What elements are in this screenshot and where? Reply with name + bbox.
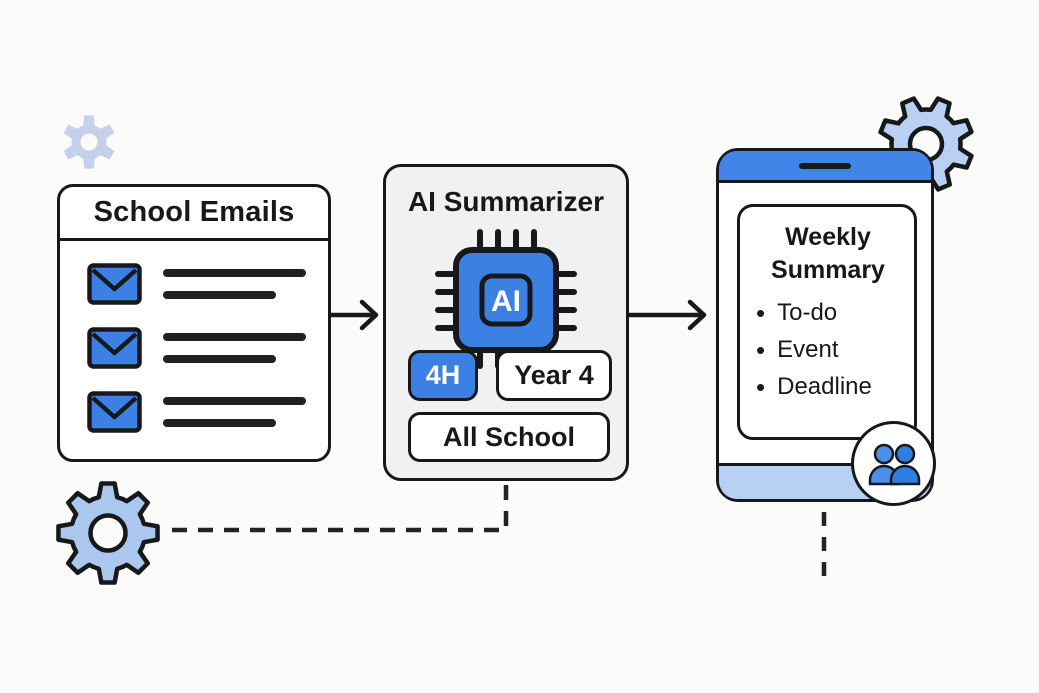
phone-speaker <box>799 162 851 169</box>
summary-item: Deadline <box>756 373 904 401</box>
arrow-right-icon <box>328 299 379 331</box>
email-list <box>60 241 328 433</box>
text-line <box>163 291 276 299</box>
dashed-connector-gear-to-ai <box>168 485 509 533</box>
email-text-lines <box>163 333 306 363</box>
school-emails-header: School Emails <box>60 187 328 241</box>
envelope-icon <box>87 327 142 369</box>
gear-icon <box>56 481 160 585</box>
email-row <box>87 391 328 433</box>
ai-chip-icon: AI <box>430 224 582 379</box>
tag-4h: 4H <box>408 350 478 401</box>
school-emails-title: School Emails <box>93 196 295 228</box>
text-line <box>163 355 276 363</box>
weekly-summary-card: Weekly Summary To-do Event Deadline <box>737 204 917 440</box>
tag-year-4: Year 4 <box>496 350 612 401</box>
summary-list: To-do Event Deadline <box>752 299 904 401</box>
people-icon <box>868 443 920 485</box>
email-row <box>87 263 328 305</box>
text-line <box>163 269 306 277</box>
envelope-icon <box>87 391 142 433</box>
people-badge <box>851 421 936 506</box>
summary-item: Event <box>756 336 904 364</box>
ai-summarizer-title: AI Summarizer <box>407 186 605 217</box>
envelope-icon <box>87 263 142 305</box>
filter-tag-row: 4H Year 4 <box>408 350 612 401</box>
email-text-lines <box>163 269 306 299</box>
text-line <box>163 397 306 405</box>
text-line <box>163 419 276 427</box>
gear-soft-icon <box>63 115 115 169</box>
tag-all-school: All School <box>408 412 610 462</box>
arrow-right-icon <box>626 299 707 331</box>
email-text-lines <box>163 397 306 427</box>
email-row <box>87 327 328 369</box>
ai-summarizer-panel: AI Summarizer AI 4H Year 4 All School <box>383 164 629 481</box>
weekly-summary-title: Weekly Summary <box>771 223 885 284</box>
summary-item: To-do <box>756 299 904 327</box>
text-line <box>163 333 306 341</box>
school-emails-panel: School Emails <box>57 184 331 462</box>
chip-label: AI <box>491 285 521 318</box>
phone-top-bar <box>719 151 931 183</box>
